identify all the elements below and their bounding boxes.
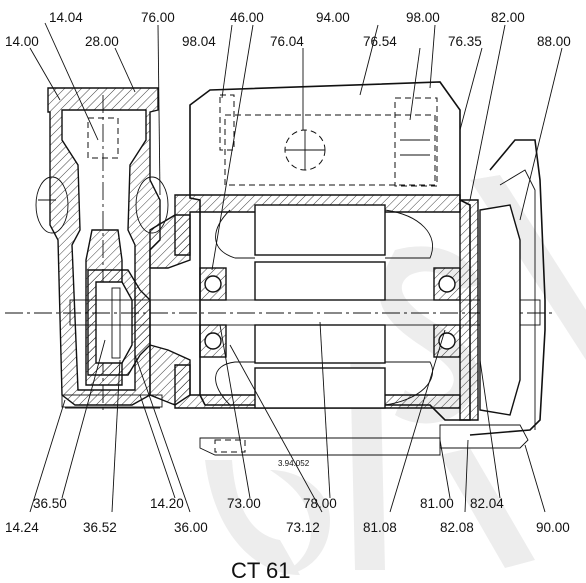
label-81-00: 81.00: [420, 496, 454, 511]
label-98-00: 98.00: [406, 10, 440, 25]
label-14-04: 14.04: [49, 10, 83, 25]
fan-and-cover: [459, 139, 546, 436]
labels-bottom: 36.50 14.24 36.52 14.20 36.00 73.00 73.1…: [5, 496, 570, 535]
label-81-08: 81.08: [363, 520, 397, 535]
label-90-00: 90.00: [536, 520, 570, 535]
label-76-00: 76.00: [141, 10, 175, 25]
label-82-04: 82.04: [470, 496, 504, 511]
label-88-00: 88.00: [537, 34, 571, 49]
label-14-24: 14.24: [5, 520, 39, 535]
leader-lines: [29, 22, 563, 513]
label-82-00: 82.00: [491, 10, 525, 25]
label-46-00: 46.00: [230, 10, 264, 25]
label-98-04: 98.04: [182, 34, 216, 49]
label-73-12: 73.12: [286, 520, 320, 535]
label-76-54: 76.54: [363, 34, 397, 49]
label-73-00: 73.00: [227, 496, 261, 511]
label-94-00: 94.00: [316, 10, 350, 25]
label-82-08: 82.08: [440, 520, 474, 535]
label-36-50: 36.50: [33, 496, 67, 511]
label-14-00: 14.00: [5, 34, 39, 49]
label-36-52: 36.52: [83, 520, 117, 535]
label-76-35: 76.35: [448, 34, 482, 49]
label-76-04: 76.04: [270, 34, 304, 49]
drawing-code: 3.94.052: [278, 459, 310, 468]
stator-rotor: [215, 204, 433, 409]
label-36-00: 36.00: [174, 520, 208, 535]
label-28-00: 28.00: [85, 34, 119, 49]
label-14-20: 14.20: [150, 496, 184, 511]
label-78-00: 78.00: [303, 496, 337, 511]
labels-top: 14.04 14.00 28.00 76.00 46.00 98.04 76.0…: [5, 10, 571, 49]
drawing-title: CT 61: [231, 558, 291, 583]
